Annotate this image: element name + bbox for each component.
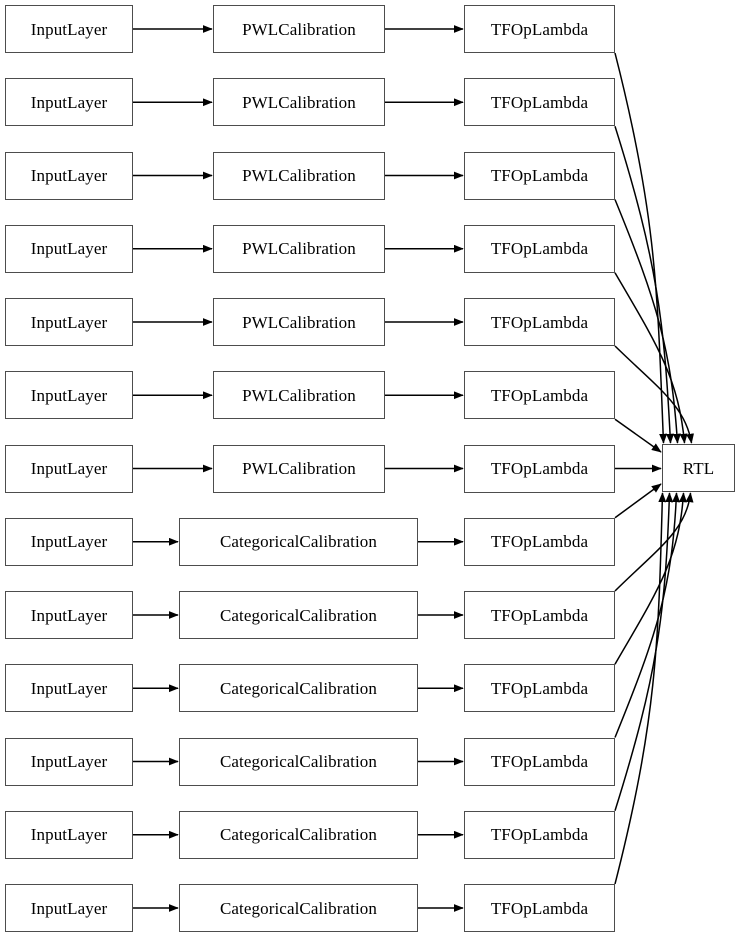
node-pwl-calibration-2-label: PWLCalibration xyxy=(242,166,356,185)
node-input-layer-3-label: InputLayer xyxy=(30,239,108,259)
node-pwl-calibration-6-label: PWLCalibration xyxy=(242,459,356,478)
node-input-layer-1-label: InputLayer xyxy=(30,92,108,112)
node-input-layer-2[interactable]: InputLayer xyxy=(5,151,133,200)
node-tfoplambda-1[interactable]: TFOpLambda xyxy=(464,78,615,127)
node-pwl-calibration-4-label: PWLCalibration xyxy=(242,312,356,332)
node-input-layer-5-label: InputLayer xyxy=(30,385,108,405)
node-tfoplambda-10[interactable]: TFOpLambda xyxy=(464,737,615,786)
node-input-layer-1[interactable]: InputLayer xyxy=(5,78,133,127)
node-pwl-calibration-0-label: PWLCalibration xyxy=(242,19,356,39)
node-categorical-calibration-10-label: CategoricalCalibration xyxy=(219,752,378,771)
node-input-layer-7-label: InputLayer xyxy=(30,532,108,552)
node-input-layer-6[interactable]: InputLayer xyxy=(5,444,133,493)
node-tfoplambda-3-label: TFOpLambda xyxy=(490,239,589,259)
node-tfoplambda-11-label: TFOpLambda xyxy=(490,825,589,845)
node-rtl-output[interactable]: RTL xyxy=(662,444,735,492)
node-tfoplambda-6-label: TFOpLambda xyxy=(490,459,589,478)
node-input-layer-11[interactable]: InputLayer xyxy=(5,810,133,859)
node-pwl-calibration-4[interactable]: PWLCalibration xyxy=(213,298,385,346)
node-categorical-calibration-8-label: CategoricalCalibration xyxy=(219,605,378,625)
node-categorical-calibration-12-label: CategoricalCalibration xyxy=(219,898,378,918)
node-pwl-calibration-5-label: PWLCalibration xyxy=(242,385,356,405)
node-tfoplambda-10-label: TFOpLambda xyxy=(490,752,589,771)
node-pwl-calibration-2[interactable]: PWLCalibration xyxy=(213,151,385,200)
node-tfoplambda-4-label: TFOpLambda xyxy=(490,312,589,332)
node-categorical-calibration-10[interactable]: CategoricalCalibration xyxy=(179,737,418,786)
node-input-layer-9-label: InputLayer xyxy=(30,678,108,698)
node-tfoplambda-8-label: TFOpLambda xyxy=(490,605,589,625)
node-categorical-calibration-8[interactable]: CategoricalCalibration xyxy=(179,591,418,639)
node-input-layer-6-label: InputLayer xyxy=(30,459,108,478)
node-tfoplambda-9-label: TFOpLambda xyxy=(490,678,589,698)
node-categorical-calibration-11[interactable]: CategoricalCalibration xyxy=(179,810,418,859)
node-input-layer-7[interactable]: InputLayer xyxy=(5,517,133,566)
node-tfoplambda-4[interactable]: TFOpLambda xyxy=(464,298,615,346)
node-input-layer-2-label: InputLayer xyxy=(30,166,108,185)
node-tfoplambda-0[interactable]: TFOpLambda xyxy=(464,5,615,53)
node-categorical-calibration-7[interactable]: CategoricalCalibration xyxy=(179,517,418,566)
node-input-layer-12-label: InputLayer xyxy=(30,898,108,918)
node-tfoplambda-0-label: TFOpLambda xyxy=(490,19,589,39)
node-tfoplambda-2-label: TFOpLambda xyxy=(490,166,589,185)
node-tfoplambda-8[interactable]: TFOpLambda xyxy=(464,591,615,639)
node-tfoplambda-2[interactable]: TFOpLambda xyxy=(464,151,615,200)
node-tfoplambda-7[interactable]: TFOpLambda xyxy=(464,517,615,566)
node-tfoplambda-12[interactable]: TFOpLambda xyxy=(464,884,615,932)
node-input-layer-8-label: InputLayer xyxy=(30,605,108,625)
node-input-layer-0[interactable]: InputLayer xyxy=(5,5,133,53)
node-input-layer-10[interactable]: InputLayer xyxy=(5,737,133,786)
node-tfoplambda-6[interactable]: TFOpLambda xyxy=(464,444,615,493)
node-tfoplambda-3[interactable]: TFOpLambda xyxy=(464,224,615,273)
node-input-layer-12[interactable]: InputLayer xyxy=(5,884,133,932)
node-categorical-calibration-9-label: CategoricalCalibration xyxy=(219,678,378,698)
node-pwl-calibration-6[interactable]: PWLCalibration xyxy=(213,444,385,493)
node-categorical-calibration-7-label: CategoricalCalibration xyxy=(219,532,378,552)
node-rtl-output-label: RTL xyxy=(682,458,715,478)
node-tfoplambda-5[interactable]: TFOpLambda xyxy=(464,371,615,420)
node-input-layer-5[interactable]: InputLayer xyxy=(5,371,133,420)
node-pwl-calibration-1[interactable]: PWLCalibration xyxy=(213,78,385,127)
node-categorical-calibration-9[interactable]: CategoricalCalibration xyxy=(179,664,418,713)
node-input-layer-4[interactable]: InputLayer xyxy=(5,298,133,346)
node-input-layer-0-label: InputLayer xyxy=(30,19,108,39)
node-pwl-calibration-5[interactable]: PWLCalibration xyxy=(213,371,385,420)
node-pwl-calibration-3[interactable]: PWLCalibration xyxy=(213,224,385,273)
node-categorical-calibration-11-label: CategoricalCalibration xyxy=(219,825,378,845)
node-input-layer-8[interactable]: InputLayer xyxy=(5,591,133,639)
node-tfoplambda-1-label: TFOpLambda xyxy=(490,92,589,112)
node-categorical-calibration-12[interactable]: CategoricalCalibration xyxy=(179,884,418,932)
node-tfoplambda-7-label: TFOpLambda xyxy=(490,532,589,552)
node-pwl-calibration-1-label: PWLCalibration xyxy=(242,92,356,112)
node-pwl-calibration-3-label: PWLCalibration xyxy=(242,239,356,259)
node-input-layer-4-label: InputLayer xyxy=(30,312,108,332)
node-input-layer-9[interactable]: InputLayer xyxy=(5,664,133,713)
node-tfoplambda-5-label: TFOpLambda xyxy=(490,385,589,405)
node-tfoplambda-9[interactable]: TFOpLambda xyxy=(464,664,615,713)
node-pwl-calibration-0[interactable]: PWLCalibration xyxy=(213,5,385,53)
node-input-layer-10-label: InputLayer xyxy=(30,752,108,771)
node-input-layer-11-label: InputLayer xyxy=(30,825,108,845)
node-tfoplambda-12-label: TFOpLambda xyxy=(490,898,589,918)
node-tfoplambda-11[interactable]: TFOpLambda xyxy=(464,810,615,859)
node-input-layer-3[interactable]: InputLayer xyxy=(5,224,133,273)
